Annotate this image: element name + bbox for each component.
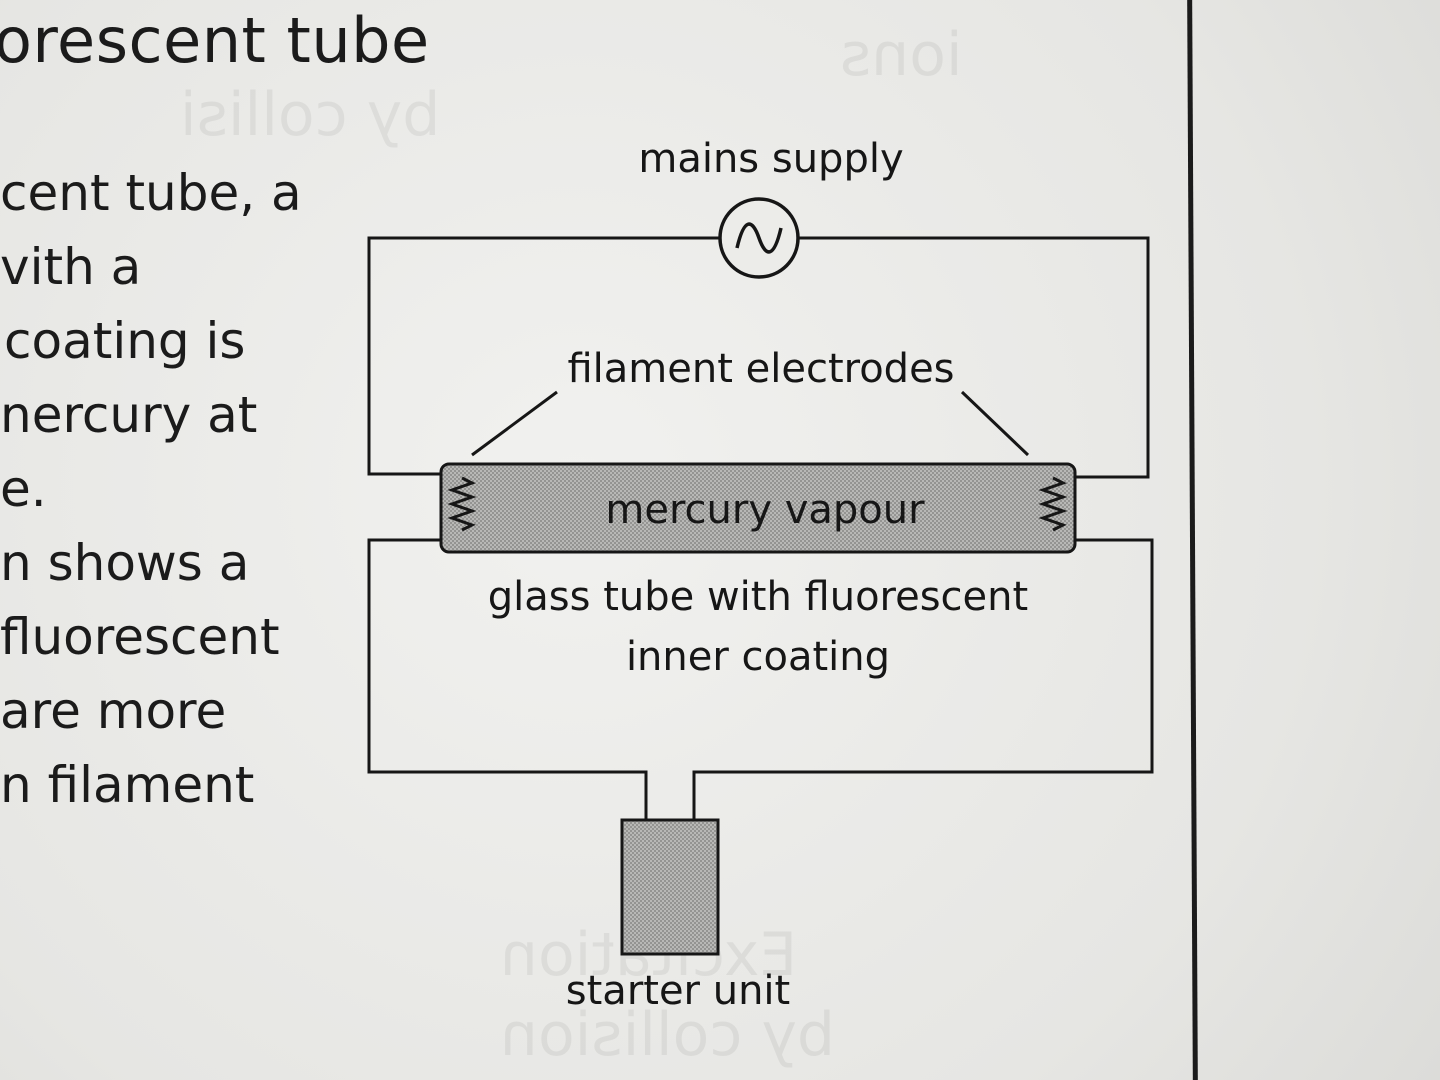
body-line: fluorescent [0, 608, 280, 666]
label-glass-tube-line1: glass tube with fluorescent [488, 574, 1028, 620]
label-glass-tube-line2: inner coating [626, 634, 890, 680]
right-filament-coil [1038, 476, 1068, 532]
slide-heading: orescent tube [0, 4, 430, 77]
body-line: cent tube, a [0, 164, 302, 222]
glass-tube [439, 462, 1077, 554]
filament-leader-lines [471, 390, 1030, 457]
body-line: vith a [0, 238, 142, 296]
body-line: coating is [4, 312, 246, 370]
upper-circuit-wire [367, 236, 1150, 479]
body-line: n shows a [0, 534, 250, 592]
label-mains-supply: mains supply [638, 136, 903, 182]
body-line: nercury at [0, 386, 258, 444]
body-line: e. [0, 460, 47, 518]
starter-unit-box [620, 818, 720, 956]
left-filament-coil [447, 476, 477, 532]
label-filament-electrodes: filament electrodes [567, 346, 954, 392]
starter-leads [644, 772, 696, 822]
label-starter-unit: starter unit [566, 968, 790, 1014]
body-line: n filament [0, 756, 255, 814]
label-mercury-vapour: mercury vapour [605, 487, 925, 533]
body-line: are more [0, 682, 227, 740]
ac-supply-symbol [718, 197, 800, 279]
